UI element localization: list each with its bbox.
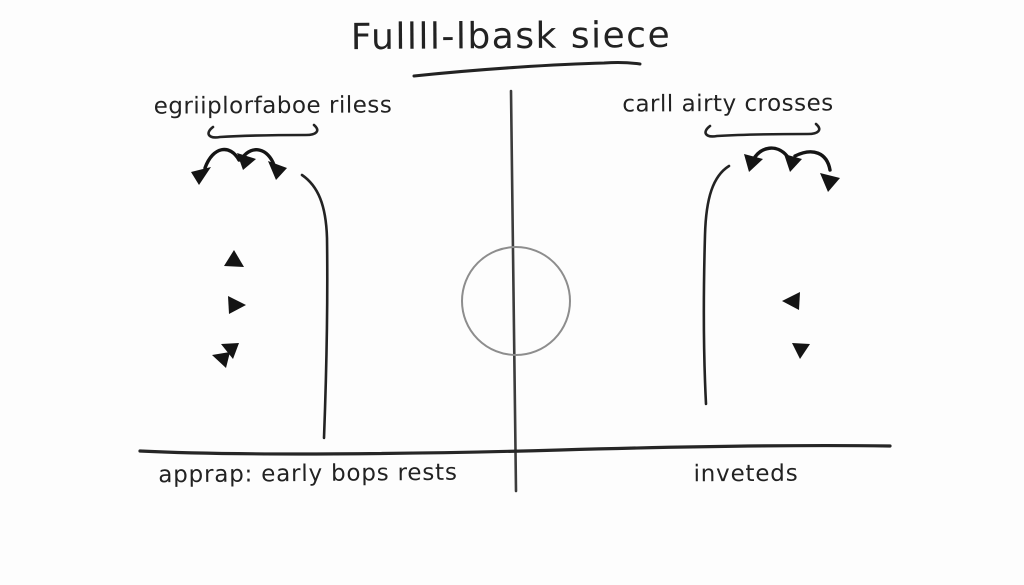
right-underbrace-icon [704, 122, 821, 138]
left-underbrace-icon [207, 123, 319, 139]
left-section-label: egriiplorfaboe riless [153, 92, 393, 120]
center-circle [461, 246, 571, 356]
right-run-arrows-icon [744, 146, 840, 192]
left-channel-curve [300, 173, 329, 440]
left-run-arrows-icon [191, 147, 287, 185]
right-section-label: carll airty crosses [622, 90, 834, 118]
right-channel-curve [702, 164, 731, 406]
right-player-markers-icon [782, 292, 810, 359]
page-title: Fullll-lbask siece [350, 14, 672, 59]
left-player-markers-icon [212, 250, 246, 368]
title-underline [412, 61, 642, 78]
right-section-caption: inveteds [693, 460, 799, 488]
left-section-caption: apprap: early bops rests [158, 459, 458, 489]
baseline [138, 444, 892, 456]
halfway-line [509, 89, 518, 493]
